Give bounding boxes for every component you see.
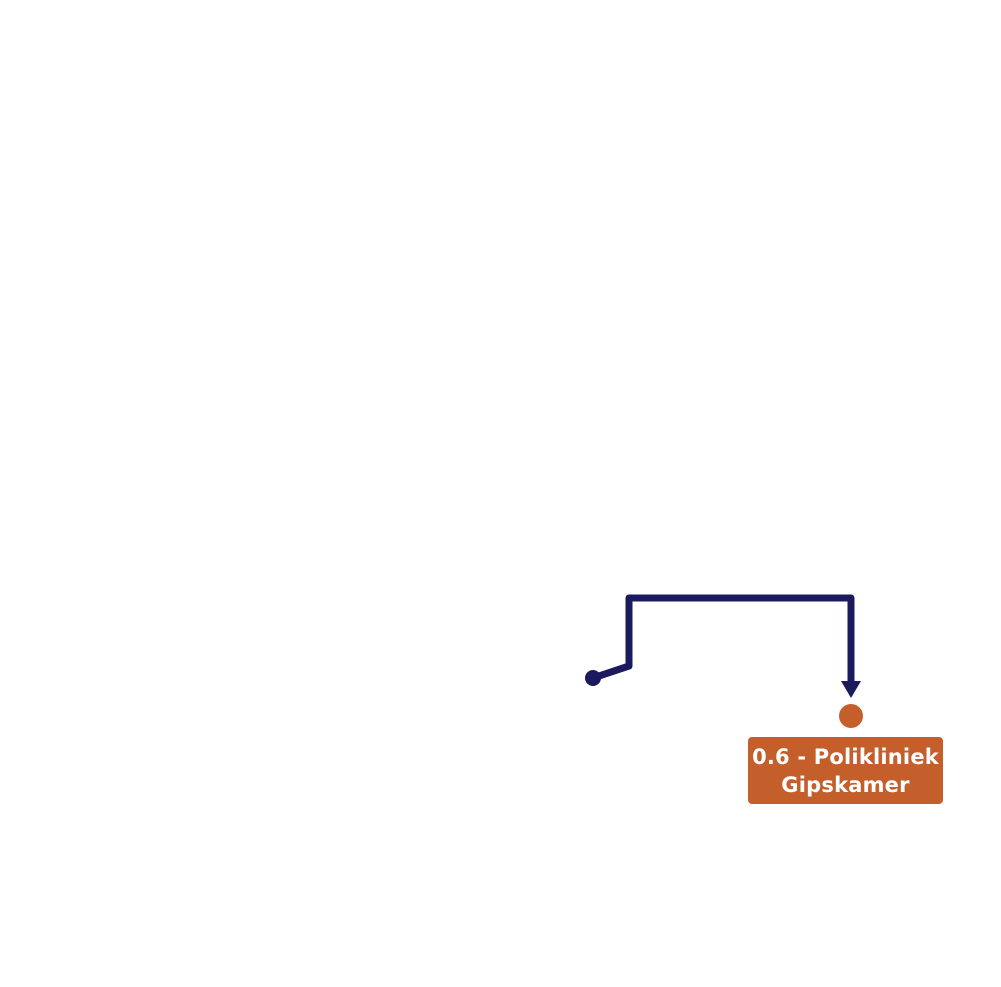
- start-point-marker: [585, 670, 601, 686]
- destination-label[interactable]: 0.6 - Polikliniek Gipskamer: [748, 737, 943, 804]
- route-line: [589, 594, 855, 688]
- route-arrowhead: [841, 681, 861, 698]
- destination-marker[interactable]: [839, 704, 863, 728]
- destination-label-line-1: 0.6 - Polikliniek: [752, 745, 939, 769]
- destination-label-line-2: Gipskamer: [781, 773, 910, 797]
